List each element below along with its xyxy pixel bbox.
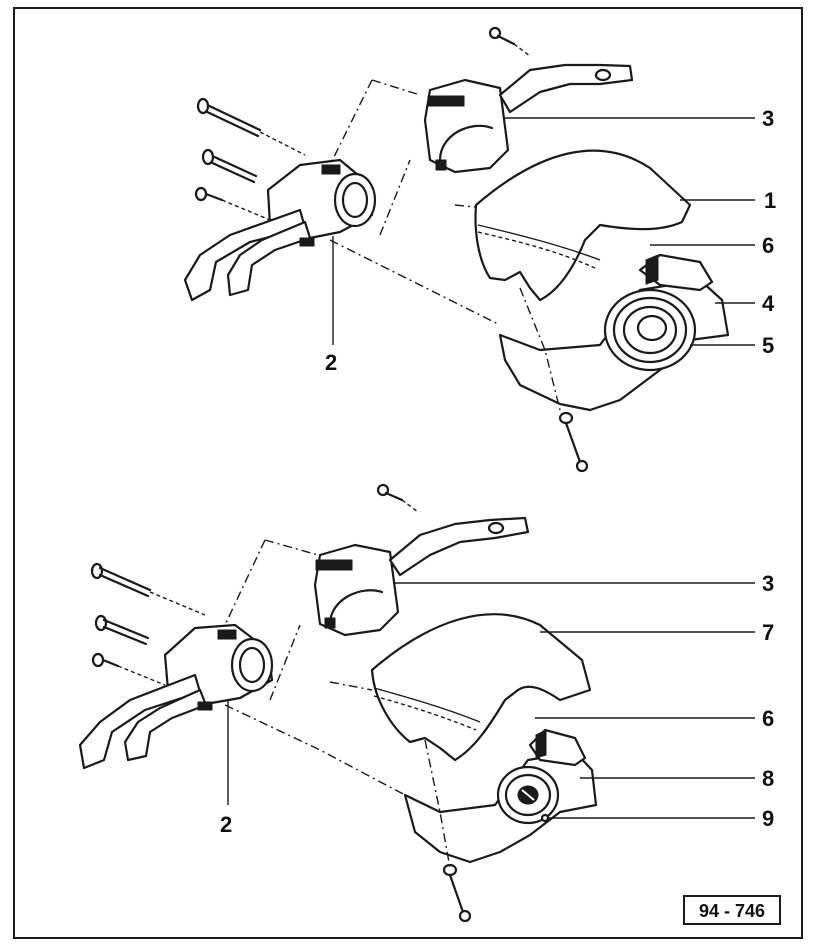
screw-bottom-3 [91,652,166,686]
callout-6-top: 6 [762,233,774,258]
callout-3-bottom: 3 [762,571,774,596]
screw-bottom-right [376,483,419,513]
reference-box: 94 - 746 [683,895,781,925]
screw-bottom-2 [94,614,150,646]
bottom-assembly [78,483,598,923]
reference-number: 94 - 746 [699,901,765,921]
callout-5: 5 [762,333,774,358]
callout-9: 9 [762,806,774,831]
leader-lines-top [332,117,755,346]
left-switch-2-top [183,158,377,302]
clock-spring-5 [603,288,697,372]
top-assembly [183,26,730,473]
screw-top-1 [196,97,306,156]
callout-7: 7 [762,620,774,645]
leader-lines-bottom [227,582,755,819]
callout-1: 1 [764,188,776,213]
screw-bottom-1 [90,562,206,616]
callout-2-top: 2 [325,350,337,375]
screw-top-right [488,26,531,57]
callout-8: 8 [762,766,774,791]
callout-2-bottom: 2 [220,812,232,837]
screw-top-2 [201,148,258,184]
screw-top-bottom [558,411,589,473]
callout-4: 4 [762,291,775,316]
screw-bottom-bottom [442,863,472,923]
upper-shroud-1 [474,149,692,302]
upper-shroud-7 [370,613,592,762]
lock-ring-9 [496,765,560,825]
right-switch-3-bottom [313,516,530,637]
screw-top-3 [194,186,271,221]
right-switch-3-top [423,63,634,174]
callout-6-bottom: 6 [762,706,774,731]
callout-3-top: 3 [762,106,774,131]
page-frame [13,7,803,939]
left-switch-2-bottom [78,623,274,770]
